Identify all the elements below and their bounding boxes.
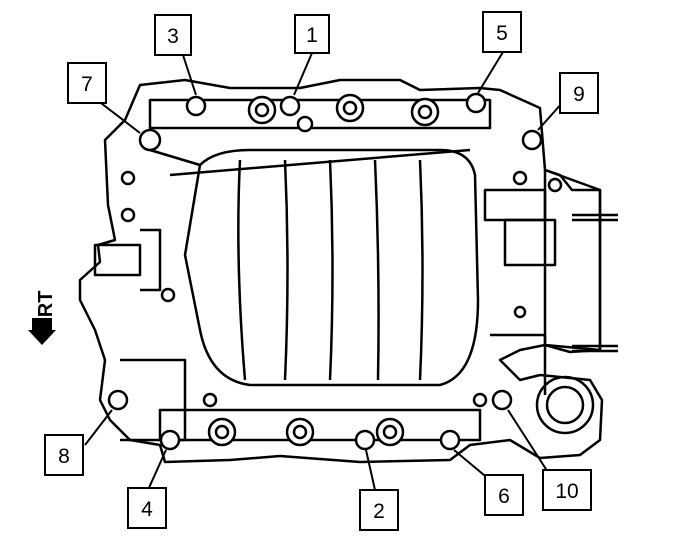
callout-4-label: 4 xyxy=(141,498,153,521)
callout-7-label: 7 xyxy=(81,73,93,96)
callout-3: 3 xyxy=(154,14,192,56)
callout-6: 6 xyxy=(484,474,524,516)
callout-leaders xyxy=(84,51,564,491)
callout-8-label: 8 xyxy=(58,445,70,468)
callout-8: 8 xyxy=(44,434,84,476)
callout-10-label: 10 xyxy=(555,480,578,503)
callout-5: 5 xyxy=(482,11,522,53)
bolt-heads xyxy=(107,92,563,451)
intake-manifold xyxy=(78,78,618,464)
callout-7: 7 xyxy=(67,62,107,104)
callout-3-label: 3 xyxy=(167,25,179,48)
callout-1-label: 1 xyxy=(306,24,318,47)
callout-5-label: 5 xyxy=(496,22,508,45)
callout-9: 9 xyxy=(559,72,599,114)
callout-6-label: 6 xyxy=(498,485,510,508)
callout-2: 2 xyxy=(359,489,399,531)
front-indicator: FRT xyxy=(28,291,57,345)
callout-2-label: 2 xyxy=(373,500,385,523)
callout-9-label: 9 xyxy=(573,83,585,106)
callouts: 1 2 3 4 5 6 7 8 xyxy=(44,11,599,531)
arrow-down-icon xyxy=(28,318,56,345)
callout-1: 1 xyxy=(294,14,330,54)
callout-10: 10 xyxy=(542,469,592,511)
callout-4: 4 xyxy=(127,487,167,529)
